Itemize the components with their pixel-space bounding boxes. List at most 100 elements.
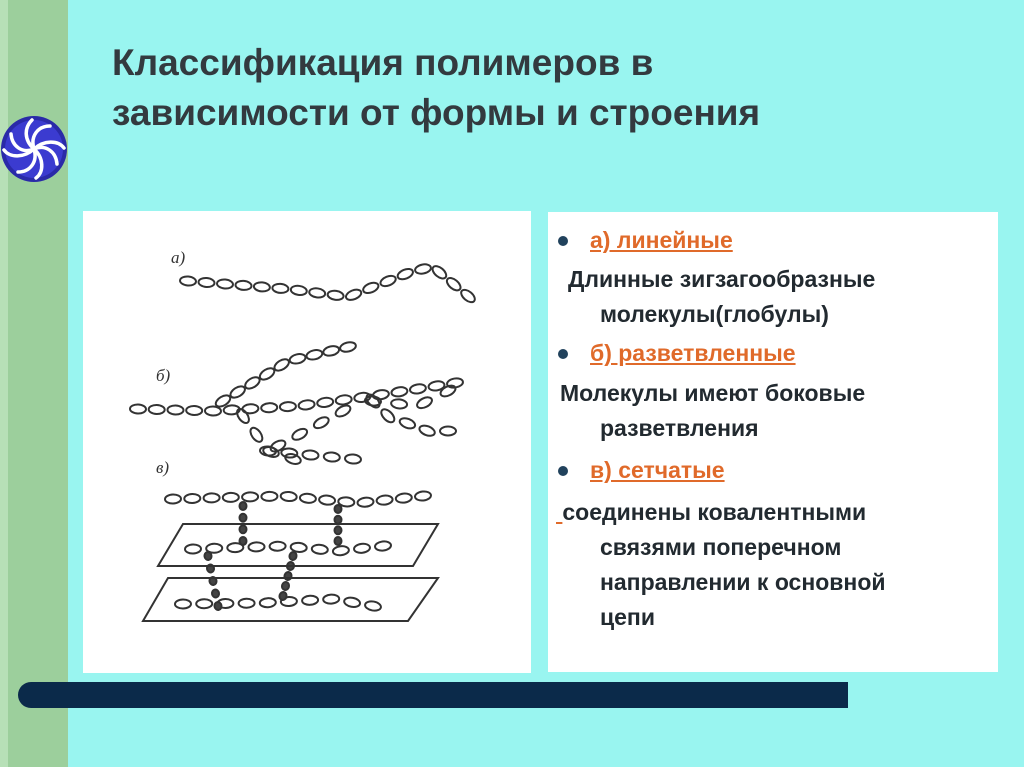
- chain-bead: [431, 265, 448, 280]
- chain-bead: [252, 281, 271, 293]
- network-desc-line-2: связями поперечном: [600, 534, 842, 560]
- chain-bead: [310, 543, 329, 555]
- chain-bead: [333, 514, 343, 525]
- chain-bead: [396, 267, 414, 281]
- chain-bead: [184, 543, 202, 555]
- chain-bead: [379, 274, 397, 288]
- title-line-2: зависимости от формы и строения: [112, 92, 761, 133]
- chain-bead: [339, 341, 357, 353]
- network-planes: [141, 523, 440, 622]
- chain-bead: [221, 491, 240, 503]
- chain-bead: [439, 384, 457, 398]
- label-a: а): [171, 248, 186, 267]
- bottom-decorative-bar: [18, 682, 848, 708]
- network-label[interactable]: в) сетчатые: [590, 457, 725, 483]
- label-b: б): [156, 366, 171, 385]
- chain-bead: [375, 494, 394, 506]
- chain-bead: [380, 408, 396, 424]
- chain-bead: [298, 492, 317, 504]
- network-desc-line-3: направлении к основной: [600, 569, 886, 595]
- chain-bead: [205, 542, 224, 554]
- chain-bead: [445, 277, 462, 292]
- chain-bead: [364, 600, 382, 612]
- chain-bead: [213, 601, 223, 611]
- chain-bead: [278, 591, 288, 601]
- chain-bead: [238, 524, 248, 535]
- chain-bead: [179, 275, 197, 287]
- chain-bead: [210, 588, 221, 599]
- network-description: соединены ковалентными связями поперечно…: [556, 495, 886, 635]
- chain-bead: [416, 396, 433, 410]
- chain-bead: [427, 380, 446, 392]
- branched-desc-line-1: Молекулы имеют боковые: [560, 380, 866, 406]
- label-v: в): [156, 458, 169, 477]
- chain-bead: [365, 393, 381, 409]
- chain-bead: [249, 426, 264, 443]
- chain-bead: [322, 593, 341, 605]
- chain-bead: [418, 424, 436, 437]
- list-item-branched: б) разветвленные: [558, 340, 796, 367]
- chain-bead: [247, 541, 266, 553]
- chain-bead: [147, 403, 166, 416]
- chain-bead: [279, 490, 298, 503]
- chain-bead: [289, 541, 308, 553]
- chain-bead: [353, 542, 371, 554]
- chain-bead: [236, 407, 250, 425]
- linear-label[interactable]: а) линейные: [590, 227, 733, 253]
- chain-bead: [408, 383, 427, 395]
- chain-bead: [322, 345, 341, 357]
- chain-bead: [214, 394, 232, 408]
- chain-bead: [374, 540, 392, 552]
- chain-beads: [129, 263, 476, 612]
- chain-bead: [305, 349, 324, 361]
- chain-bead: [308, 287, 327, 299]
- chain-bead: [260, 490, 279, 502]
- chain-bead: [390, 398, 409, 410]
- network-desc-line-4: цепи: [600, 604, 655, 630]
- chain-bead: [204, 405, 222, 417]
- chain-bead: [166, 404, 185, 416]
- branched-description: Молекулы имеют боковые разветвления: [560, 376, 865, 446]
- chain-bead: [414, 490, 432, 502]
- linear-desc-line-2: молекулы(глобулы): [600, 301, 829, 327]
- swirl-logo-icon: [1, 116, 67, 182]
- chain-bead: [371, 389, 390, 401]
- chain-bead: [288, 551, 298, 561]
- chain-bead: [268, 540, 287, 552]
- linear-desc-line-1: Длинные зигзагообразные: [568, 266, 876, 292]
- chain-bead: [312, 416, 330, 430]
- chain-bead: [258, 367, 276, 381]
- chain-bead: [414, 263, 432, 275]
- chain-bead: [288, 353, 307, 365]
- chain-bead: [260, 402, 279, 414]
- linear-description: Длинные зигзагообразные молекулы(глобулы…: [568, 262, 875, 332]
- chain-bead: [364, 395, 382, 407]
- chain-bead: [234, 279, 253, 291]
- chain-bead: [241, 491, 260, 503]
- chain-bead: [291, 427, 309, 441]
- chain-bead: [185, 404, 204, 417]
- chain-bead: [344, 288, 363, 301]
- chain-bead: [362, 281, 380, 295]
- chain-bead: [238, 512, 248, 523]
- chain-bead: [278, 401, 297, 413]
- list-item-network: в) сетчатые: [558, 457, 725, 484]
- chain-bead: [344, 453, 362, 465]
- bullet-icon: [558, 235, 568, 246]
- chain-bead: [316, 396, 335, 408]
- branched-desc-line-2: разветвления: [600, 415, 759, 441]
- chain-bead: [244, 376, 261, 390]
- chain-bead: [238, 501, 248, 511]
- chain-bead: [439, 425, 457, 437]
- chain-bead: [226, 542, 245, 554]
- chain-bead: [394, 492, 413, 504]
- network-desc-line-1: соединены ковалентными: [562, 499, 867, 525]
- list-item-linear: а) линейные: [558, 227, 733, 254]
- chain-bead: [460, 288, 476, 304]
- chain-bead: [280, 581, 291, 591]
- branched-label[interactable]: б) разветвленные: [590, 340, 796, 366]
- chain-bead: [129, 403, 147, 415]
- chain-bead: [398, 417, 417, 430]
- chain-bead: [318, 494, 337, 506]
- chain-bead: [301, 449, 320, 461]
